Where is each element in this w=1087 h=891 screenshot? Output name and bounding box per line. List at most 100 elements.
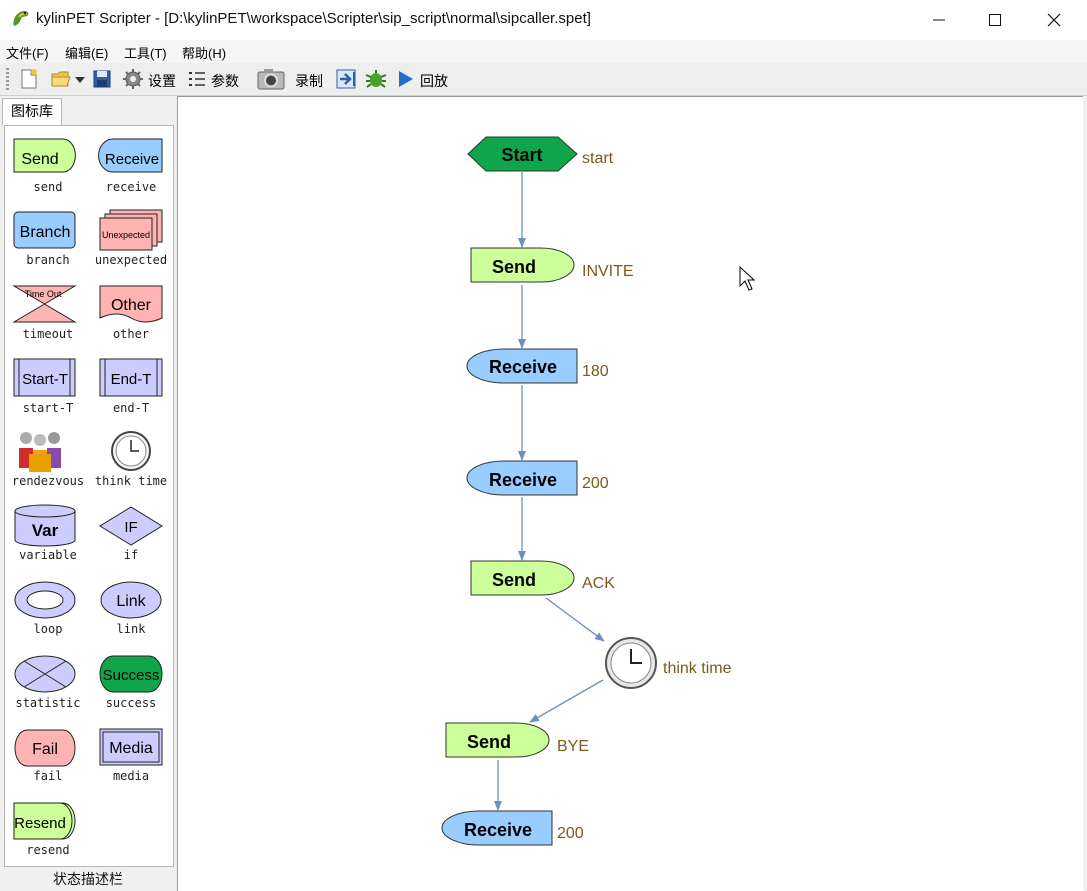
palette-fail-icon[interactable]: Fail: [14, 729, 76, 767]
palette-receive-icon[interactable]: Receive: [98, 138, 163, 173]
close-button[interactable]: [1025, 0, 1083, 40]
svg-text:Branch: Branch: [20, 224, 71, 241]
menu-tools[interactable]: 工具(T): [124, 46, 167, 61]
palette-start-t-icon[interactable]: Start-T: [13, 358, 76, 397]
svg-text:Link: Link: [116, 593, 146, 610]
save-icon[interactable]: [92, 67, 112, 91]
play-icon[interactable]: [396, 67, 416, 91]
flow-node-send-bye[interactable]: Send BYE: [445, 722, 589, 758]
svg-text:Var: Var: [32, 521, 59, 540]
palette-label-if: if: [123, 548, 139, 562]
svg-text:Media: Media: [109, 740, 153, 757]
toolbar-grip[interactable]: [6, 68, 9, 90]
svg-text:Send: Send: [492, 570, 536, 590]
palette-label-statistic: statistic: [15, 696, 81, 710]
vertical-scrollbar[interactable]: [1083, 96, 1087, 890]
svg-text:Receive: Receive: [464, 820, 532, 840]
svg-text:Send: Send: [467, 732, 511, 752]
palette-label-unexpected: unexpected: [94, 253, 168, 267]
palette-label-think-time: think time: [94, 474, 168, 488]
params-button[interactable]: 参数: [211, 73, 239, 89]
replay-button[interactable]: 回放: [420, 73, 448, 89]
svg-text:Success: Success: [103, 667, 160, 684]
debug-bug-icon[interactable]: [364, 67, 388, 91]
svg-text:Resend: Resend: [14, 815, 66, 832]
palette-branch-icon[interactable]: Branch: [13, 211, 76, 249]
palette-statistic-icon[interactable]: [14, 655, 76, 693]
settings-button[interactable]: 设置: [148, 73, 176, 89]
flow-node-receive-180[interactable]: Receive 180: [466, 348, 609, 384]
flow-node-send-invite[interactable]: Send INVITE: [470, 247, 634, 283]
palette-media-icon[interactable]: Media: [99, 728, 163, 766]
import-arrow-icon[interactable]: [335, 67, 359, 91]
palette-resend-icon[interactable]: Resend: [13, 802, 76, 840]
palette-end-t-icon[interactable]: End-T: [99, 358, 163, 397]
svg-text:think time: think time: [663, 660, 732, 677]
record-button[interactable]: 录制: [295, 73, 323, 89]
palette-tab[interactable]: 图标库: [2, 98, 62, 125]
palette-label-receive: receive: [105, 180, 157, 194]
app-logo-icon: [13, 11, 29, 26]
palette-label-other: other: [112, 327, 150, 341]
connector: [529, 679, 604, 723]
params-list-icon[interactable]: [186, 67, 208, 91]
palette-label-link: link: [116, 622, 146, 636]
palette-label-start-t: start-T: [22, 401, 74, 415]
svg-text:Start-T: Start-T: [22, 371, 68, 388]
mouse-cursor-icon: [739, 265, 756, 291]
svg-text:Receive: Receive: [105, 151, 159, 168]
icon-palette: Send Receive Branch Unexpected Time Out …: [4, 125, 174, 867]
palette-label-end-t: end-T: [112, 401, 150, 415]
palette-unexpected-icon[interactable]: Unexpected: [99, 209, 163, 251]
svg-text:INVITE: INVITE: [582, 263, 634, 280]
palette-success-icon[interactable]: Success: [99, 655, 163, 693]
svg-text:BYE: BYE: [557, 738, 589, 755]
svg-text:200: 200: [582, 475, 609, 492]
flow-node-start[interactable]: Start start: [467, 136, 614, 172]
palette-label-fail: fail: [33, 769, 63, 783]
svg-text:180: 180: [582, 363, 609, 380]
palette-timeout-icon[interactable]: Time Out: [12, 285, 77, 323]
settings-gear-icon[interactable]: [122, 67, 144, 91]
palette-label-loop: loop: [33, 622, 63, 636]
menu-edit[interactable]: 编辑(E): [65, 46, 109, 61]
palette-label-media: media: [112, 769, 150, 783]
open-folder-icon[interactable]: [50, 67, 90, 91]
palette-other-icon[interactable]: Other: [99, 285, 163, 323]
palette-send-icon[interactable]: Send: [13, 138, 76, 173]
svg-text:Receive: Receive: [489, 357, 557, 377]
palette-think-time-icon[interactable]: [111, 431, 151, 471]
menu-help[interactable]: 帮助(H): [182, 46, 227, 61]
minimize-button[interactable]: [910, 0, 968, 40]
palette-variable-icon[interactable]: Var: [14, 504, 76, 547]
maximize-button[interactable]: [966, 0, 1024, 40]
svg-text:Start: Start: [501, 145, 542, 165]
palette-label-resend: resend: [26, 843, 70, 857]
palette-label-rendezvous: rendezvous: [11, 474, 85, 488]
window-title: kylinPET Scripter - [D:\kylinPET\workspa…: [36, 10, 591, 27]
flow-node-receive-200[interactable]: Receive 200: [466, 460, 609, 496]
palette-if-icon[interactable]: IF: [99, 506, 163, 546]
svg-text:Unexpected: Unexpected: [102, 230, 150, 240]
palette-link-icon[interactable]: Link: [100, 581, 162, 619]
palette-loop-icon[interactable]: [14, 581, 76, 619]
camera-record-icon[interactable]: [256, 67, 286, 91]
menu-file[interactable]: 文件(F): [6, 46, 49, 61]
flow-node-send-ack[interactable]: Send ACK: [470, 560, 615, 596]
flow-node-receive-200-final[interactable]: Receive 200: [441, 810, 584, 846]
svg-text:End-T: End-T: [111, 371, 152, 388]
flow-node-think-time[interactable]: think time: [605, 637, 732, 689]
flow-connectors: [494, 172, 605, 811]
palette-label-success: success: [105, 696, 157, 710]
maximize-icon: [989, 14, 1001, 26]
svg-text:Send: Send: [21, 151, 58, 168]
svg-text:Send: Send: [492, 257, 536, 277]
svg-text:Time Out: Time Out: [25, 289, 62, 299]
new-file-icon[interactable]: [18, 67, 40, 91]
close-icon: [1047, 13, 1061, 27]
script-canvas[interactable]: Start start Send INVITE Receive 180 Rece…: [177, 96, 1084, 891]
palette-label-send: send: [33, 180, 63, 194]
svg-text:200: 200: [557, 825, 584, 842]
palette-rendezvous-icon[interactable]: [19, 432, 61, 472]
palette-label-branch: branch: [26, 253, 70, 267]
